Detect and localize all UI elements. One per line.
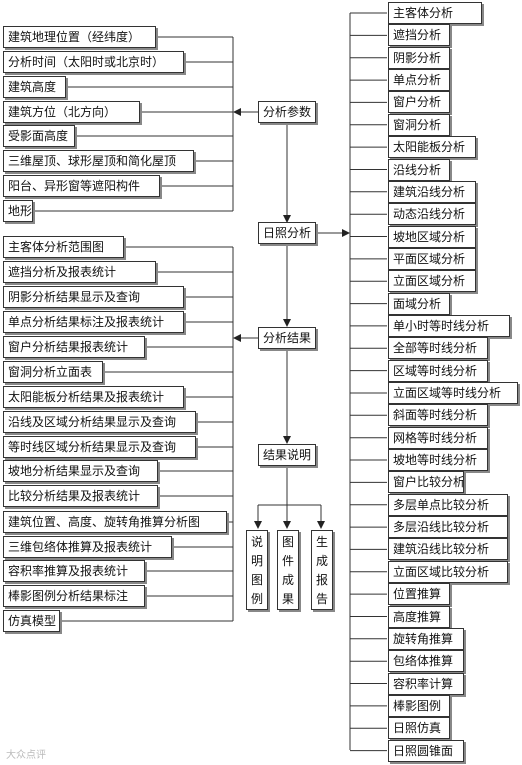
param-item: 阳台、异形窗等遮阳构件 (3, 175, 160, 197)
result-item: 沿线及区域分析结果显示及查询 (3, 411, 196, 433)
param-item: 分析时间（太阳时或北京时） (3, 51, 184, 73)
analysis-item: 单小时等时线分析 (388, 314, 510, 337)
output-drawings-box: 图件成果 (277, 530, 299, 610)
analysis-item: 高度推算 (388, 605, 450, 628)
analysis-item: 立面区域分析 (388, 270, 476, 293)
analysis-item: 单点分析 (388, 69, 450, 92)
result-item: 单点分析结果标注及报表统计 (3, 311, 184, 333)
analysis-item: 日照仿真 (388, 717, 450, 740)
analysis-item: 立面区域比较分析 (388, 560, 508, 583)
analysis-item: 位置推算 (388, 583, 450, 606)
param-item: 三维屋顶、球形屋顶和简化屋顶 (3, 150, 194, 172)
param-item: 建筑方位（北方向） (3, 101, 140, 123)
sunlight-analysis-box: 日照分析 (258, 222, 316, 244)
result-item: 太阳能板分析结果及报表统计 (3, 386, 184, 408)
result-item: 建筑位置、高度、旋转角推算分析图 (3, 511, 227, 533)
analysis-item: 包络体推算 (388, 650, 464, 673)
analysis-item: 旋转角推算 (388, 627, 464, 650)
result-item: 比较分析结果及报表统计 (3, 485, 158, 507)
result-item: 遮挡分析及报表统计 (3, 261, 156, 283)
analysis-item: 面域分析 (388, 292, 450, 315)
result-item: 三维包络体推算及报表统计 (3, 536, 172, 558)
analysis-item: 阴影分析 (388, 46, 450, 69)
param-item: 受影面高度 (3, 125, 75, 147)
analysis-item: 遮挡分析 (388, 24, 450, 47)
analysis-item: 坡地等时线分析 (388, 449, 488, 471)
analysis-item: 动态沿线分析 (388, 203, 476, 226)
param-item: 建筑高度 (3, 76, 66, 98)
result-item: 等时线区域分析结果显示及查询 (3, 436, 196, 458)
analysis-item: 窗户比较分析 (388, 471, 464, 494)
analysis-item: 多层单点比较分析 (388, 493, 508, 516)
analysis-item: 太阳能板分析 (388, 136, 476, 159)
result-item: 坡地分析结果显示及查询 (3, 460, 158, 482)
output-report-box: 生成报告 (311, 530, 333, 610)
analysis-item: 坡地区域分析 (388, 225, 476, 248)
analysis-item: 容积率计算 (388, 672, 464, 695)
analysis-results-box: 分析结果 (258, 327, 316, 349)
output-legend-box: 说明图例 (246, 530, 268, 610)
analysis-item: 建筑沿线比较分析 (388, 538, 508, 561)
result-item: 阴影分析结果显示及查询 (3, 286, 184, 308)
analysis-item: 棒影图例 (388, 694, 450, 717)
analysis-item: 网格等时线分析 (388, 426, 488, 449)
analysis-item: 沿线分析 (388, 158, 450, 181)
result-item: 容积率推算及报表统计 (3, 560, 145, 582)
param-item: 地形 (3, 200, 33, 222)
analysis-item: 平面区域分析 (388, 247, 476, 270)
result-item: 仿真模型 (3, 610, 60, 632)
analysis-item: 主客体分析 (388, 2, 482, 24)
result-explanation-box: 结果说明 (258, 444, 316, 466)
result-item: 棒影图例分析结果标注 (3, 585, 145, 607)
analysis-item: 斜面等时线分析 (388, 404, 488, 427)
analysis-params-box: 分析参数 (258, 101, 316, 123)
analysis-item: 区域等时线分析 (388, 359, 488, 382)
analysis-item: 全部等时线分析 (388, 337, 488, 360)
analysis-item: 建筑沿线分析 (388, 180, 476, 203)
analysis-item: 日照圆锥面 (388, 739, 464, 762)
watermark: 大众点评 (6, 750, 46, 761)
analysis-item: 窗户分析 (388, 91, 450, 114)
result-item: 主客体分析范围图 (3, 236, 124, 258)
result-item: 窗户分析结果报表统计 (3, 336, 145, 358)
analysis-item: 多层沿线比较分析 (388, 516, 508, 539)
param-item: 建筑地理位置（经纬度） (3, 26, 156, 48)
analysis-item: 窗洞分析 (388, 113, 450, 136)
analysis-item: 立面区域等时线分析 (388, 382, 518, 404)
result-item: 窗洞分析立面表 (3, 361, 103, 383)
